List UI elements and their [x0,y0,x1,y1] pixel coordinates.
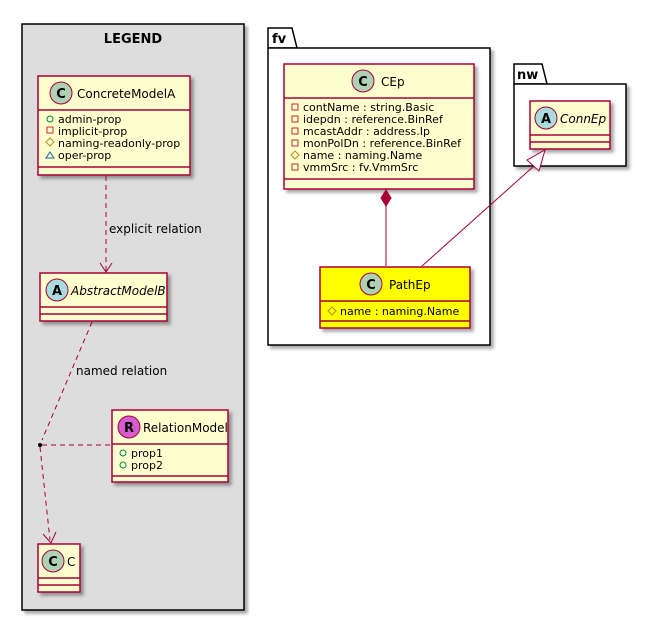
member-implicit-prop: implicit-prop [58,125,127,138]
package-fv: fv C CEp contName : string.Basic idepdn … [267,27,491,346]
member-prop1: prop1 [131,447,163,460]
member-prop2: prop2 [131,459,163,472]
class-connep[interactable]: A ConnEp [529,100,611,150]
stereotype-letter: C [366,278,376,293]
protected-icon [327,306,337,316]
private-icon [291,103,299,111]
protected-icon [45,137,55,147]
abstract-circle-icon [45,278,69,302]
private-icon [46,126,54,134]
class-circle-icon [359,272,383,296]
class-name: ConcreteModelA [77,87,176,101]
private-icon [291,127,299,135]
legend-panel: LEGEND C ConcreteModelA admin-prop impli… [21,23,245,611]
stereotype-letter: C [56,87,66,102]
member-mcastaddr: mcastAddr : address.Ip [303,125,430,138]
package-name: fv [272,32,287,47]
member-vmmsrc: vmmSrc : fv.VmmSrc [303,161,418,174]
public-icon [119,449,127,457]
public-icon [46,115,54,123]
class-c[interactable]: C C [37,543,81,593]
composition-edge [380,189,392,266]
class-abstract-model-b[interactable]: A AbstractModelB [39,272,168,322]
inheritance-arrow-icon [526,148,546,172]
stereotype-letter: R [124,421,134,436]
stereotype-letter: C [48,555,58,570]
package-name: nw [517,68,538,83]
member-name: name : naming.Name [340,305,460,318]
member-idepdn: idepdn : reference.BinRef [303,113,444,126]
association-point [38,443,42,447]
member-admin-prop: admin-prop [58,113,121,126]
inheritance-edge [421,148,546,267]
class-name: AbstractModelB [70,284,166,298]
class-name: C [67,555,75,569]
member-name: name : naming.Name [303,149,423,162]
class-name: PathEp [389,278,431,292]
named-relation-edge: named relation [38,321,167,544]
class-circle-icon [41,549,65,573]
member-naming-readonly-prop: naming-readonly-prop [58,137,180,150]
class-name: ConnEp [560,112,607,126]
composition-diamond-icon [380,189,392,207]
private-icon [291,115,299,123]
named-relation-label: named relation [76,364,167,378]
protected-icon [290,150,300,160]
member-oper-prop: oper-prop [58,149,111,162]
package-nw: nw A ConnEp [513,63,627,167]
stereotype-letter: C [358,75,368,90]
class-cep[interactable]: C CEp contName : string.Basic idepdn : r… [283,63,475,190]
public-icon [119,461,127,469]
explicit-relation-label: explicit relation [109,222,202,236]
stereotype-letter: A [52,284,62,299]
private-icon [291,163,299,171]
package-icon [45,151,55,159]
stereotype-letter: A [541,112,551,127]
abstract-circle-icon [534,106,558,130]
relation-circle-icon [117,415,141,439]
explicit-relation-edge: explicit relation [99,176,202,273]
class-circle-icon [49,81,73,105]
class-pathep[interactable]: C PathEp name : naming.Name [319,266,471,329]
class-name: CEp [381,75,405,89]
class-relation-model[interactable]: R RelationModel prop1 prop2 [111,409,229,483]
class-circle-icon [351,69,375,93]
class-name: RelationModel [143,421,228,435]
member-contname: contName : string.Basic [303,101,434,114]
member-monpoldn: monPolDn : reference.BinRef [303,137,462,150]
private-icon [291,139,299,147]
legend-title: LEGEND [104,32,163,47]
class-concrete-model-a[interactable]: C ConcreteModelA admin-prop implicit-pro… [37,75,191,176]
